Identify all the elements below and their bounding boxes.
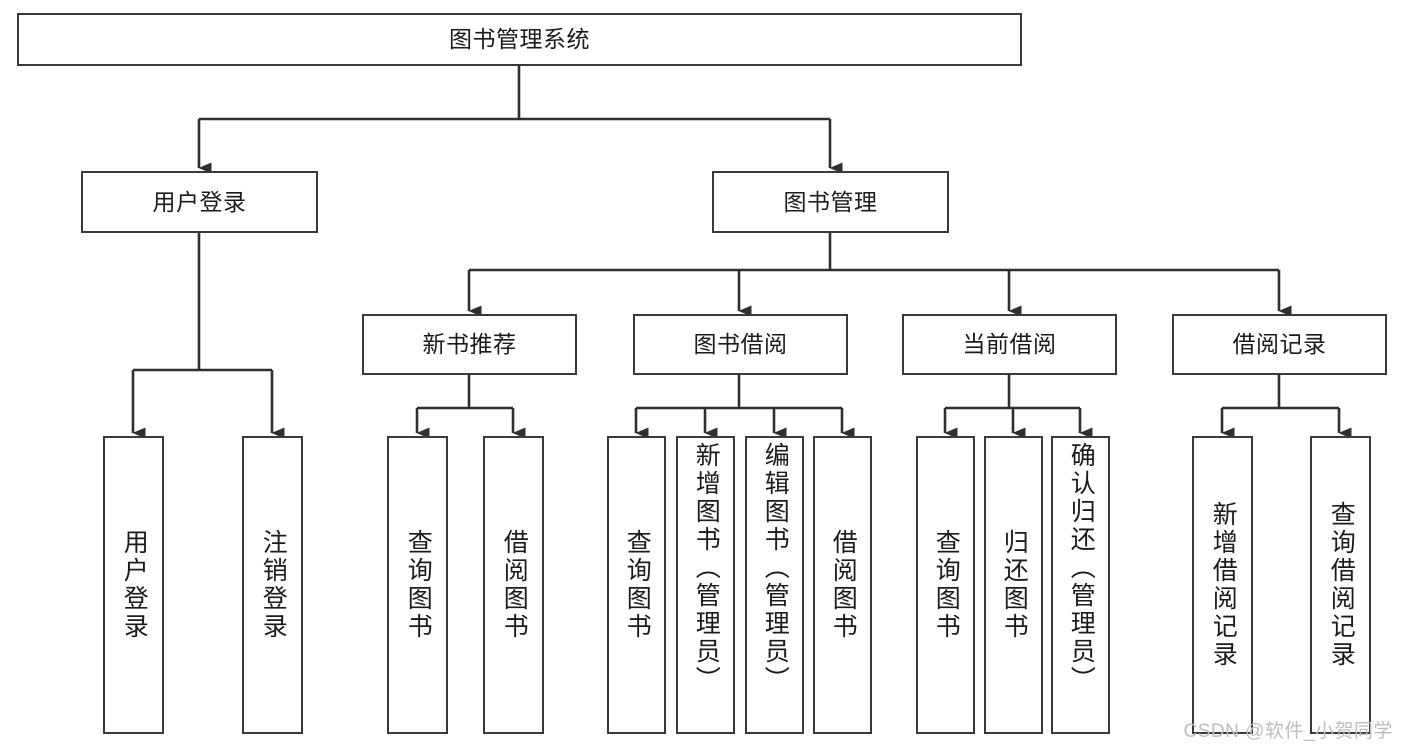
node-new-book-recommend-label: 新书推荐	[422, 331, 517, 358]
node-book-management-label: 图书管理	[783, 188, 878, 215]
leaf-borrow-book-label: 借阅图书	[829, 529, 858, 641]
leaf-user-login-label: 用户登录	[120, 529, 149, 641]
node-book-borrow-label: 图书借阅	[693, 331, 788, 358]
leaf-logout[interactable]: 注销登录	[242, 436, 303, 734]
node-user-login[interactable]: 用户登录	[81, 171, 318, 233]
leaf-query-book-borrow-label: 查询图书	[623, 529, 652, 641]
leaf-borrow-book-recommend[interactable]: 借阅图书	[483, 436, 544, 734]
leaf-return-book-label: 归还图书	[1000, 529, 1029, 641]
leaf-edit-book-admin-label: 编辑图书（管理员）	[761, 442, 790, 694]
node-book-borrow[interactable]: 图书借阅	[633, 314, 848, 375]
leaf-add-book-admin-label: 新增图书（管理员）	[692, 442, 721, 694]
node-root-label: 图书管理系统	[449, 26, 590, 53]
leaf-query-book-current-label: 查询图书	[932, 529, 961, 641]
node-user-login-label: 用户登录	[152, 188, 247, 215]
leaf-add-borrow-record[interactable]: 新增借阅记录	[1192, 436, 1253, 734]
leaf-add-book-admin[interactable]: 新增图书（管理员）	[676, 436, 735, 734]
leaf-query-borrow-record-label: 查询借阅记录	[1327, 501, 1356, 669]
leaf-borrow-book-recommend-label: 借阅图书	[500, 529, 529, 641]
leaf-query-book-borrow[interactable]: 查询图书	[607, 436, 666, 734]
leaf-query-book-recommend[interactable]: 查询图书	[387, 436, 448, 734]
node-borrow-record[interactable]: 借阅记录	[1172, 314, 1387, 375]
node-current-borrow-label: 当前借阅	[962, 331, 1057, 358]
node-root[interactable]: 图书管理系统	[17, 13, 1022, 66]
leaf-borrow-book[interactable]: 借阅图书	[813, 436, 872, 734]
node-book-management[interactable]: 图书管理	[712, 171, 949, 233]
node-borrow-record-label: 借阅记录	[1232, 331, 1327, 358]
leaf-add-borrow-record-label: 新增借阅记录	[1209, 501, 1238, 669]
leaf-confirm-return-admin-label: 确认归还（管理员）	[1067, 442, 1096, 694]
leaf-logout-label: 注销登录	[259, 529, 288, 641]
leaf-return-book[interactable]: 归还图书	[984, 436, 1043, 734]
leaf-user-login[interactable]: 用户登录	[103, 436, 164, 734]
leaf-query-book-current[interactable]: 查询图书	[916, 436, 975, 734]
leaf-query-borrow-record[interactable]: 查询借阅记录	[1310, 436, 1371, 734]
leaf-confirm-return-admin[interactable]: 确认归还（管理员）	[1051, 436, 1110, 734]
node-current-borrow[interactable]: 当前借阅	[902, 314, 1117, 375]
leaf-query-book-recommend-label: 查询图书	[404, 529, 433, 641]
node-new-book-recommend[interactable]: 新书推荐	[362, 314, 577, 375]
leaf-edit-book-admin[interactable]: 编辑图书（管理员）	[745, 436, 804, 734]
